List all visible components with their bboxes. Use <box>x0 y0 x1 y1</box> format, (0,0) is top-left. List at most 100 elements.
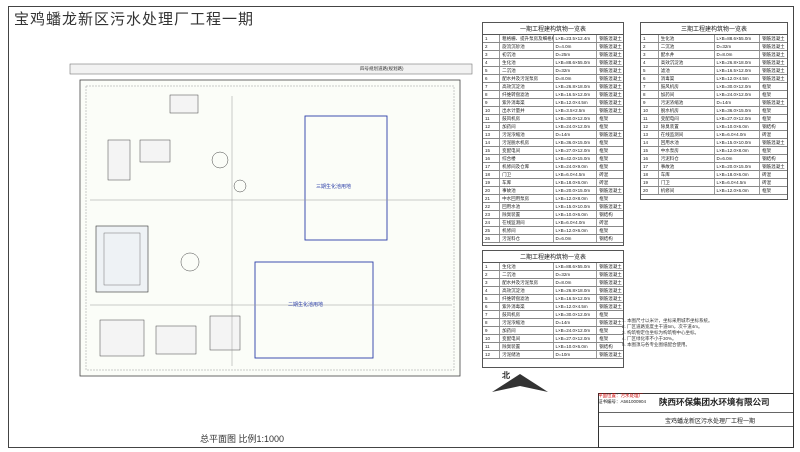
table-cell: 19 <box>641 179 659 186</box>
table-cell: 鼓风机房 <box>500 115 554 122</box>
table-cell: 21 <box>483 195 501 202</box>
table-cell: 综合楼 <box>500 155 554 162</box>
table-cell: L×B=36.0×15.0m <box>554 139 598 146</box>
table-cell: 13 <box>483 131 501 138</box>
table-cell: L×B=3.5×2.5m <box>554 107 598 114</box>
table-cell: 紫外消毒渠 <box>500 99 554 106</box>
table-cell: 砖混 <box>762 180 772 185</box>
table-cell: 钢筋混凝土 <box>599 52 622 57</box>
table-cell: 钢筋混凝土 <box>599 92 622 97</box>
table-cell: 污泥料仓 <box>659 155 715 162</box>
table-cell: 9 <box>641 99 659 106</box>
table-cell: 10 <box>641 107 659 114</box>
table-cell: 框架 <box>599 312 609 317</box>
table-cell: L×B=18.0×6.0m <box>554 179 598 186</box>
table-cell: L×B=12.0×4.5m <box>554 303 598 310</box>
project-name: 宝鸡蟠龙新区污水处理厂工程一期 <box>665 419 756 425</box>
table-cell: 8 <box>483 319 501 326</box>
table-cell: 15 <box>641 147 659 154</box>
note: 2. 厂区道路宽度主干道6m，次干道4m。 <box>622 324 703 329</box>
table-cell: D=32m <box>554 67 598 74</box>
table-cell: L×B=16.5×12.0m <box>715 67 761 74</box>
table-cell: 框架 <box>599 196 609 201</box>
table-cell: L×B=12.0×6.0m <box>715 187 761 194</box>
table-cell: 纤维转盘滤池 <box>500 91 554 98</box>
table-cell: 1 <box>483 35 501 42</box>
table-cell: 框架 <box>762 116 772 121</box>
table-cell: 钢筋混凝土 <box>762 76 785 81</box>
table-cell: 纤维转盘滤池 <box>500 295 554 302</box>
plan-caption: 总平面图 比例1:1000 <box>200 434 285 444</box>
table-cell: 4 <box>483 59 501 66</box>
table-cell: 7 <box>641 83 659 90</box>
table-cell: D=4.0m <box>554 43 598 50</box>
phase3-table-title: 三期工程建构筑物一览表 <box>641 23 787 35</box>
table-cell: 9 <box>483 327 501 334</box>
table-cell: L×B=88.6×55.0m <box>554 59 598 66</box>
table-cell: 事故池 <box>659 163 715 170</box>
note: 1. 本图尺寸以米计，坐标采用城市坐标系统。 <box>622 318 713 323</box>
table-cell: 变配电间 <box>659 115 715 122</box>
table-cell: 框架 <box>599 228 609 233</box>
table-cell: 10 <box>483 335 501 342</box>
table-cell: L×B=10.0×6.0m <box>554 211 598 218</box>
table-cell: L×B=23.5×12.4m <box>554 35 598 42</box>
table-cell: 钢筋混凝土 <box>599 272 622 277</box>
table-cell: 钢筋混凝土 <box>599 264 622 269</box>
table-cell: 框架 <box>762 84 772 89</box>
table-cell: L×B=20.0×15.0m <box>554 187 598 194</box>
table-cell: 二沉池 <box>500 67 554 74</box>
table-cell: 滤池 <box>659 67 715 74</box>
table-cell: 钢筋混凝土 <box>599 68 622 73</box>
table-cell: L×B=88.6×55.0m <box>554 263 598 270</box>
table-cell: 12 <box>641 123 659 130</box>
table-cell: 23 <box>483 211 501 218</box>
phase3-label: 三期生化池用地 <box>316 183 351 190</box>
table-cell: 机修间及仓库 <box>500 163 554 170</box>
table-cell: 机修间 <box>659 187 715 194</box>
phase1-bio-tank-inner <box>103 232 141 286</box>
table-cell: 钢结构 <box>599 236 613 241</box>
table-cell: 污泥脱水机房 <box>500 139 554 146</box>
table-cell: L×B=12.0×4.5m <box>715 75 761 82</box>
table-cell: 二沉池 <box>500 271 554 278</box>
table-cell: 生化池 <box>659 35 715 42</box>
table-cell: L×B=30.0×12.0m <box>554 311 598 318</box>
table-cell: 变配电间 <box>500 335 554 342</box>
table-cell: 22 <box>483 203 501 210</box>
table-cell: 高效沉淀池 <box>500 287 554 294</box>
table-cell: 框架 <box>599 156 609 161</box>
table-cell: 6 <box>483 75 501 82</box>
table-cell: 钢筋混凝土 <box>762 44 785 49</box>
table-cell: 14 <box>483 139 501 146</box>
table-cell: 脱水机房 <box>659 107 715 114</box>
table-cell: 钢筋混凝土 <box>599 304 622 309</box>
table-cell: 框架 <box>599 164 609 169</box>
table-cell: 11 <box>483 343 501 350</box>
note: 4. 厂区绿化率不小于30%。 <box>622 336 677 341</box>
table-cell: 20 <box>483 187 501 194</box>
table-cell: D=25m <box>554 51 598 58</box>
table-cell: 钢筋混凝土 <box>762 164 785 169</box>
drawing-title: 宝鸡蟠龙新区污水处理厂工程一期 <box>14 12 255 28</box>
stamp-line: 平面位置：污水处理厂 <box>598 393 643 398</box>
table-cell: 钢筋混凝土 <box>599 44 622 49</box>
table-cell: 紫外消毒渠 <box>500 303 554 310</box>
table-cell: 5 <box>483 295 501 302</box>
